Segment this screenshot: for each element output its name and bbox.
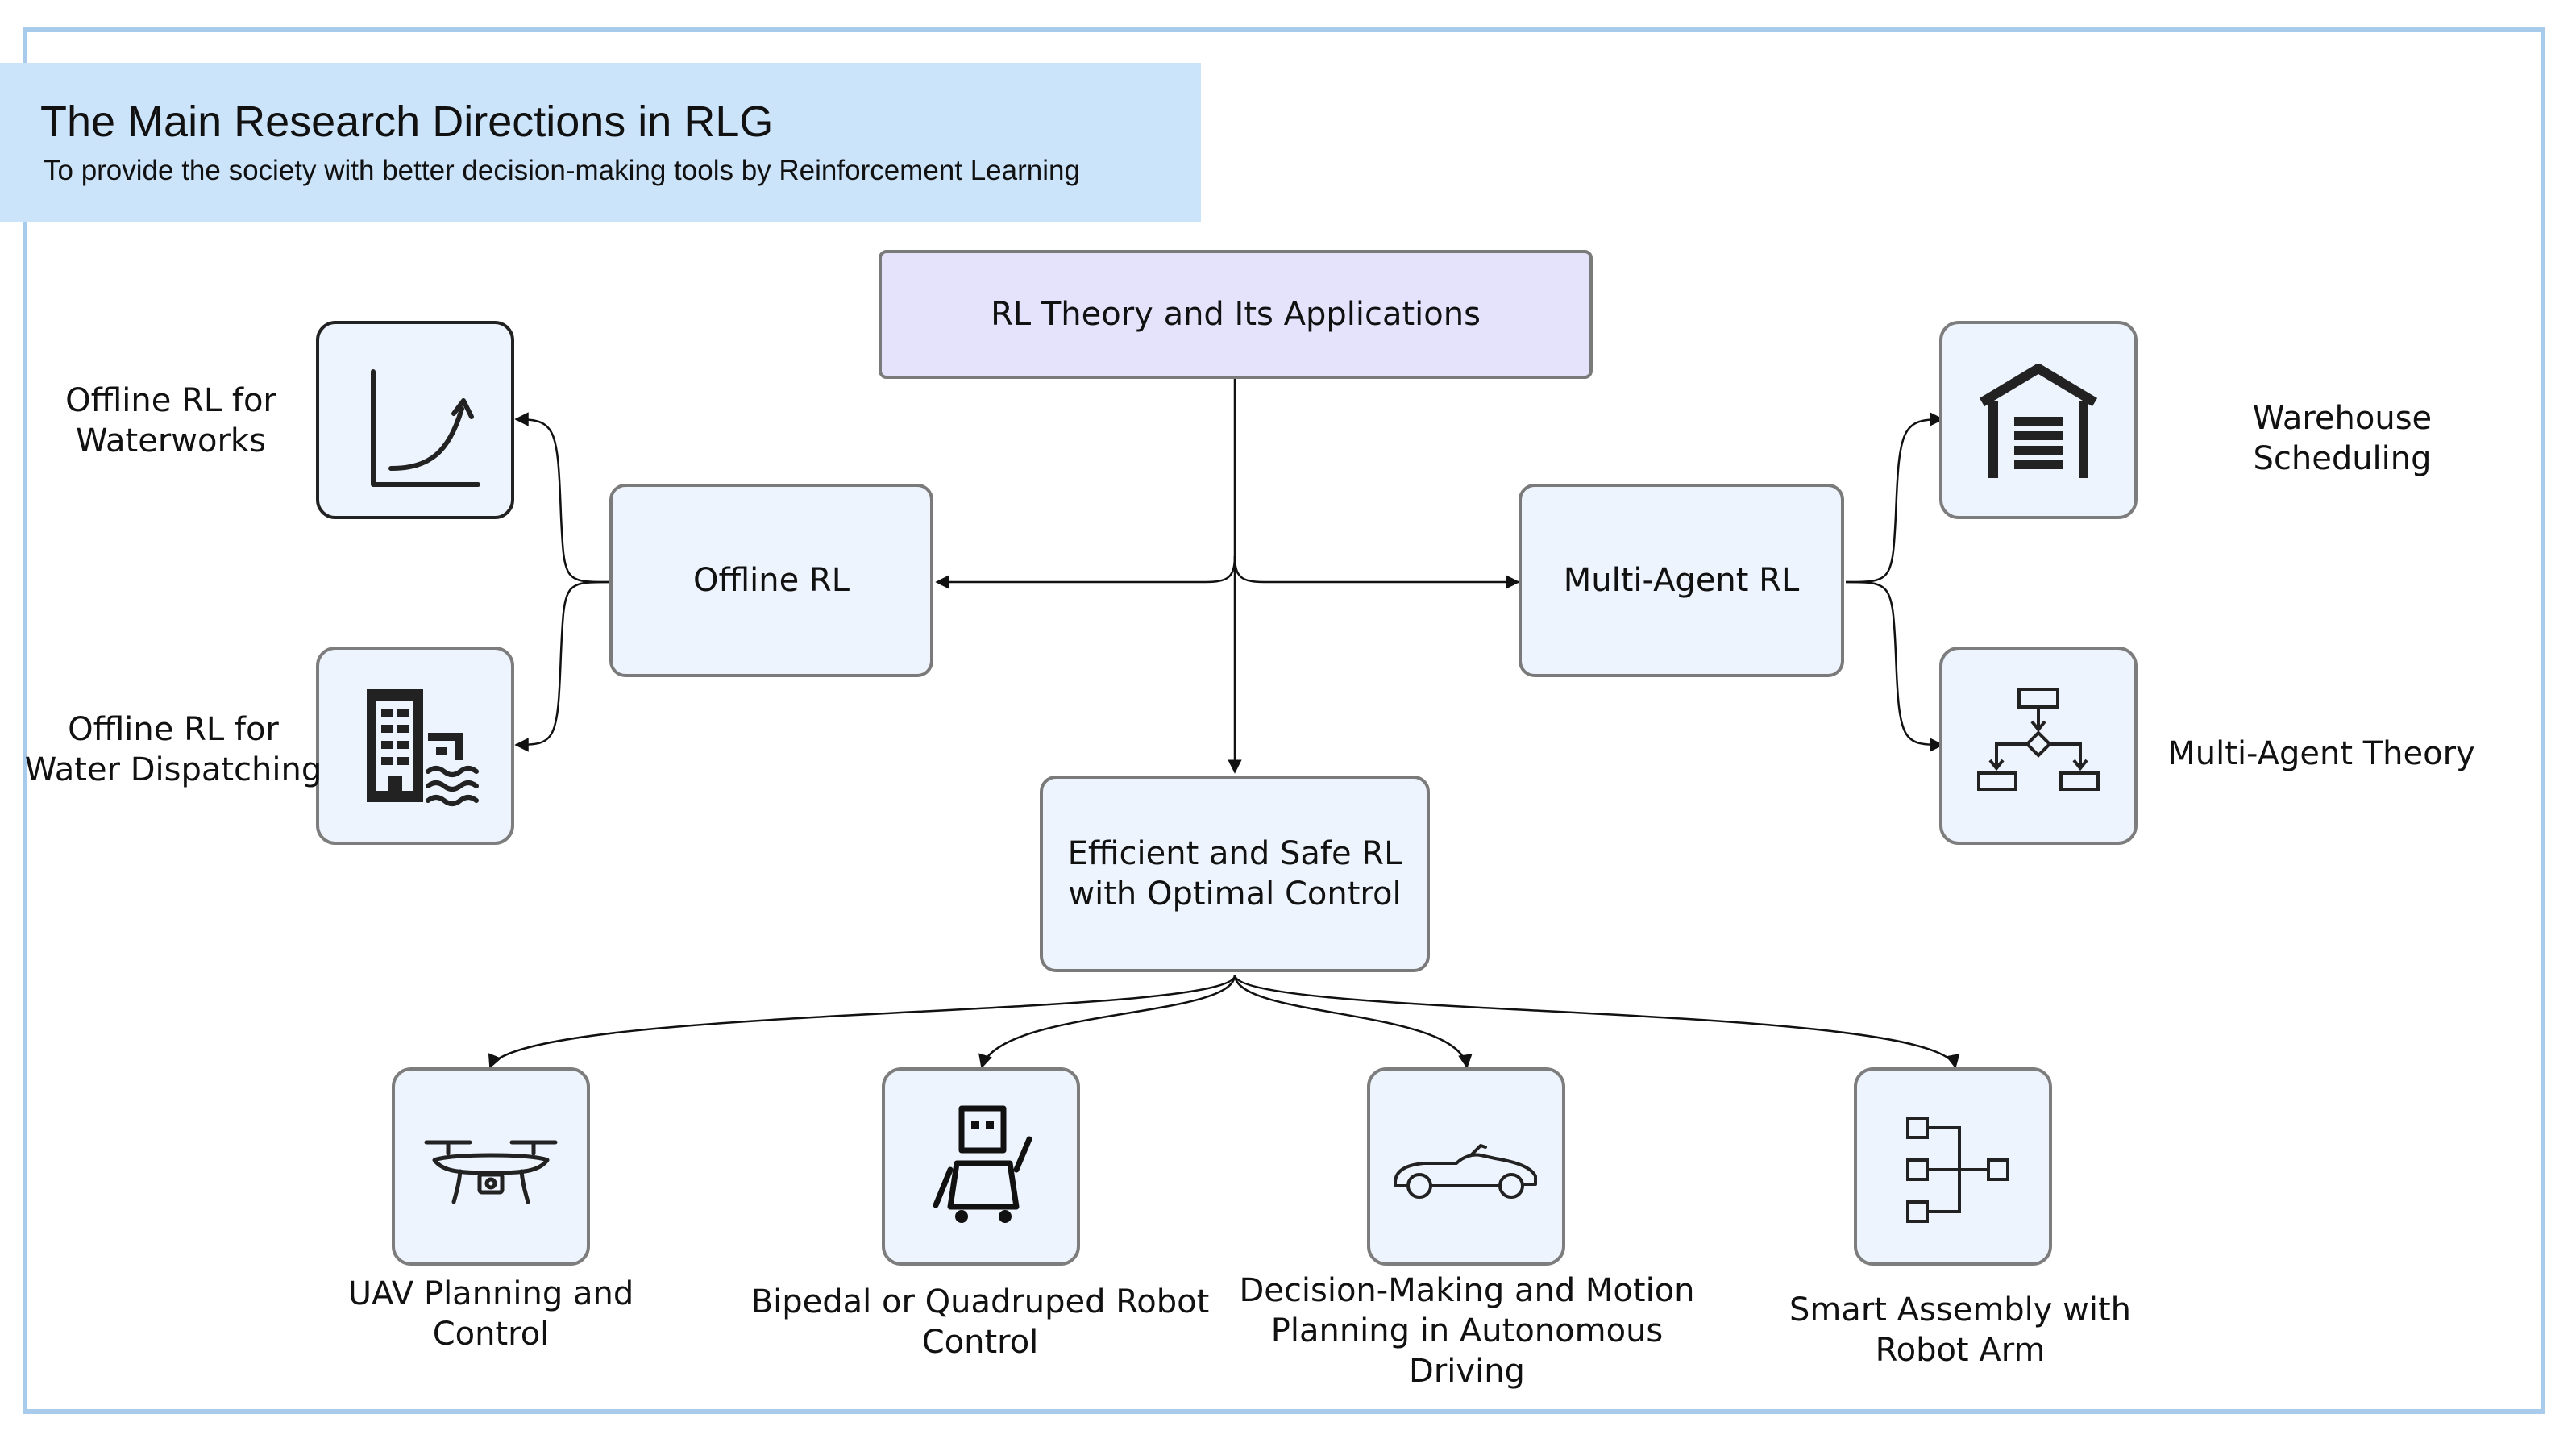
robot-label: Bipedal or Quadruped Robot Control bbox=[750, 1283, 1210, 1361]
efficient-safe-rl-label: Efficient and Safe RL with Optimal Contr… bbox=[1067, 835, 1402, 913]
waterworks-icon-box[interactable] bbox=[316, 321, 514, 519]
robot-icon bbox=[933, 1105, 1032, 1223]
edge-eff-assembly bbox=[1233, 975, 1960, 1069]
multi-agent-theory-icon-box[interactable] bbox=[1939, 647, 2138, 845]
driving-label: Decision-Making and Motion Planning in A… bbox=[1239, 1272, 1695, 1390]
multi-agent-rl-label: Multi-Agent RL bbox=[1563, 562, 1800, 599]
hierarchy-icon bbox=[1906, 1117, 2009, 1223]
offline-rl-label: Offline RL bbox=[692, 562, 850, 599]
warehouse-label: Warehouse Scheduling bbox=[2252, 400, 2433, 477]
uav-icon-box[interactable] bbox=[392, 1067, 590, 1266]
assembly-label: Smart Assembly with Robot Arm bbox=[1789, 1291, 2132, 1369]
warehouse-icon bbox=[1979, 364, 2098, 478]
warehouse-icon-box[interactable] bbox=[1939, 321, 2138, 519]
header-banner: The Main Research Directions in RLG To p… bbox=[0, 63, 1201, 222]
multi-agent-theory-label: Multi-Agent Theory bbox=[2167, 735, 2475, 772]
edge-eff-robot bbox=[978, 975, 1236, 1069]
multi-agent-rl-node[interactable]: Multi-Agent RL bbox=[1519, 484, 1844, 677]
edge-offline-dispatch bbox=[514, 580, 610, 752]
edge-offline-waterworks bbox=[514, 412, 610, 584]
edge-root-offline bbox=[935, 555, 1236, 589]
flowchart-icon bbox=[1977, 688, 2100, 791]
growth-chart-icon bbox=[371, 369, 480, 487]
root-node[interactable]: RL Theory and Its Applications bbox=[879, 250, 1593, 379]
edge-ma-warehouse bbox=[1845, 412, 1944, 584]
edge-eff-driving bbox=[1233, 975, 1473, 1069]
page-subtitle: To provide the society with better decis… bbox=[44, 155, 1080, 186]
diagram-frame bbox=[23, 27, 2545, 1414]
offline-rl-node[interactable]: Offline RL bbox=[609, 484, 933, 677]
waterworks-label: Offline RL for Waterworks bbox=[65, 382, 276, 460]
assembly-icon-box[interactable] bbox=[1854, 1067, 2052, 1266]
building-water-icon bbox=[367, 689, 479, 806]
edge-ma-theory bbox=[1845, 580, 1944, 752]
page-title: The Main Research Directions in RLG bbox=[40, 98, 774, 146]
edge-root-multiagent bbox=[1233, 555, 1520, 589]
water-dispatching-icon-box[interactable] bbox=[316, 647, 514, 845]
efficient-safe-rl-node[interactable]: Efficient and Safe RL with Optimal Contr… bbox=[1040, 776, 1430, 972]
robot-icon-box[interactable] bbox=[882, 1067, 1080, 1266]
edge-eff-uav bbox=[488, 975, 1236, 1069]
drone-icon bbox=[424, 1140, 558, 1204]
convertible-car-icon bbox=[1394, 1144, 1537, 1199]
uav-label: UAV Planning and Control bbox=[347, 1275, 634, 1353]
water-dispatching-label: Offline RL for Water Dispatching bbox=[24, 711, 322, 788]
driving-icon-box[interactable] bbox=[1367, 1067, 1565, 1266]
root-node-label: RL Theory and Its Applications bbox=[991, 296, 1481, 333]
